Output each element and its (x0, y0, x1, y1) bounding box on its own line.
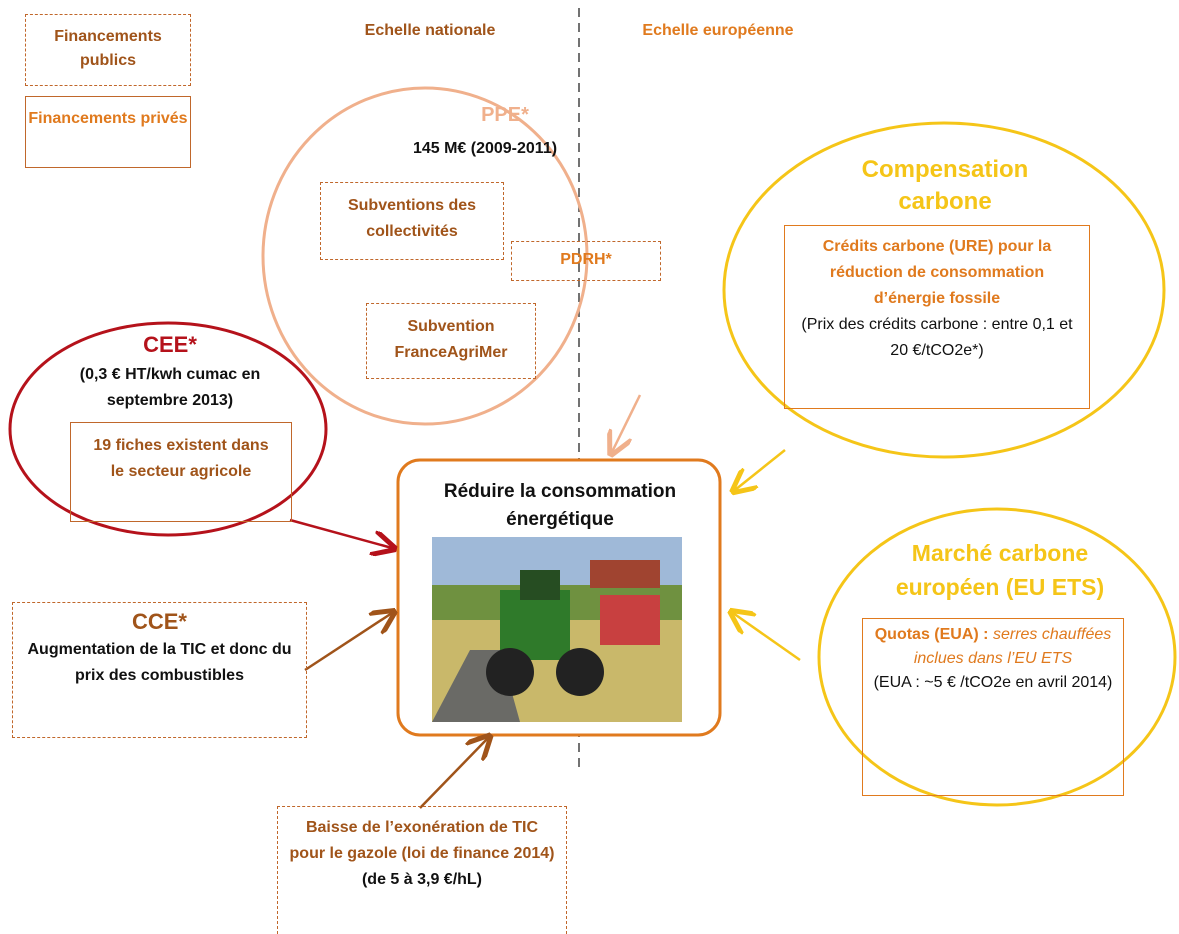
cce-title: CCE* (131, 609, 187, 634)
ppe-franceagrimer-label: Subvention FranceAgriMer (394, 318, 508, 361)
compensation-title-line2: carbone (898, 188, 992, 215)
tractor-image (432, 537, 682, 722)
cee-ellipse (8, 321, 328, 537)
marche-quotas-label: Quotas (EUA) : (874, 626, 989, 643)
center-title: Réduire la consommation énergétique (443, 481, 677, 530)
marche-box: Quotas (EUA) : serres chauffées inclues … (862, 618, 1124, 796)
cee-arrow (289, 518, 392, 548)
legend-private: Financements privés (25, 96, 191, 168)
marche-price: (EUA : ~5 € /tCO2e en avril 2014) (873, 674, 1113, 691)
ppe-pdrh-label: PDRH* (560, 251, 612, 268)
ppe-title: PPE* (481, 104, 529, 126)
marche-quotas-text: serres chauffées inclues dans l’EU ETS (913, 626, 1112, 667)
ppe-subventions-collectivites-label: Subventions des collectivités (347, 197, 477, 240)
baisse-value: (de 5 à 3,9 €/hL) (361, 871, 483, 888)
compensation-title-line1: Compensation (861, 156, 1029, 183)
compensation-price: (Prix des crédits carbone : entre 0,1 et… (801, 316, 1073, 359)
compensation-credits: Crédits carbone (URE) pour la réduction … (822, 238, 1052, 307)
marche-ellipse (817, 507, 1177, 807)
ppe-pdrh: PDRH* (511, 241, 661, 281)
baisse-text: Baisse de l’exonération de TIC pour le g… (289, 819, 555, 862)
marche-title-line2: européen (EU ETS) (895, 574, 1105, 600)
cce-box: CCE* Augmentation de la TIC et donc du p… (12, 602, 307, 738)
baisse-arrow (419, 738, 488, 809)
compensation-arrow (735, 449, 786, 490)
legend-public: Financements publics (25, 14, 191, 86)
cce-text: Augmentation de la TIC et donc du prix d… (27, 641, 292, 684)
ppe-franceagrimer: Subvention FranceAgriMer (366, 303, 536, 379)
compensation-box: Crédits carbone (URE) pour la réduction … (784, 225, 1090, 409)
ppe-subventions-collectivites: Subventions des collectivités (320, 182, 504, 260)
baisse-box: Baisse de l’exonération de TIC pour le g… (277, 806, 567, 934)
marche-title-line1: Marché carbone (911, 540, 1089, 566)
ppe-arrow (612, 394, 642, 452)
cee-title: CEE* (143, 332, 197, 357)
cee-fiches: 19 fiches existent dans le secteur agric… (70, 422, 292, 522)
cee-fiches-label: 19 fiches existent dans le secteur agric… (93, 437, 269, 480)
compensation-ellipse (722, 121, 1166, 459)
marche-arrow (733, 613, 801, 662)
ppe-ellipse (261, 86, 589, 426)
legend-public-label: Financements publics (54, 28, 162, 69)
legend-private-label: Financements privés (28, 110, 188, 127)
ppe-amount: 145 M€ (2009-2011) (412, 140, 558, 157)
cce-arrow (304, 613, 392, 672)
cee-rate: (0,3 € HT/kwh cumac en septembre 2013) (79, 366, 261, 409)
header-european: Echelle européenne (642, 22, 794, 39)
header-national: Echelle nationale (364, 22, 496, 39)
